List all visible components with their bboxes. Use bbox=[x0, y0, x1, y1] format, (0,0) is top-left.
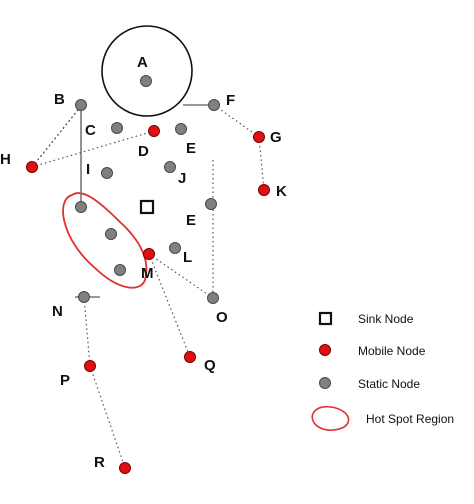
legend-hotspot-icon bbox=[311, 405, 350, 431]
legend-sink-label: Sink Node bbox=[358, 312, 414, 326]
mobile-node-g bbox=[253, 131, 265, 143]
link-b-h-2 bbox=[37, 109, 79, 161]
static-node-l bbox=[169, 242, 181, 254]
link-m-q bbox=[148, 253, 191, 358]
static-node-j bbox=[164, 161, 176, 173]
static-node-o bbox=[207, 292, 219, 304]
legend-sink-icon bbox=[318, 311, 333, 326]
label-k: K bbox=[276, 183, 287, 200]
link-g-k bbox=[258, 136, 265, 191]
static-node-f bbox=[208, 99, 220, 111]
label-j: J bbox=[178, 170, 186, 187]
link-h-d bbox=[31, 130, 155, 168]
hot-spot-region bbox=[62, 192, 148, 289]
label-p: P bbox=[60, 372, 70, 389]
label-g: G bbox=[270, 129, 282, 146]
static-node-hotspot-2 bbox=[105, 228, 117, 240]
label-a: A bbox=[137, 54, 148, 71]
label-c: C bbox=[85, 122, 96, 139]
region-a-circle bbox=[101, 25, 193, 117]
link-f-g bbox=[213, 104, 260, 138]
static-node-c bbox=[111, 122, 123, 134]
mobile-node-k bbox=[258, 184, 270, 196]
static-node-n bbox=[78, 291, 90, 303]
legend-static-icon bbox=[319, 377, 331, 389]
mobile-node-m bbox=[143, 248, 155, 260]
label-n: N bbox=[52, 303, 63, 320]
mobile-node-q bbox=[184, 351, 196, 363]
legend-static-label: Static Node bbox=[358, 377, 420, 391]
label-q: Q bbox=[204, 357, 216, 374]
mobile-node-p bbox=[84, 360, 96, 372]
static-node-hotspot-1 bbox=[75, 201, 87, 213]
static-node-e bbox=[205, 198, 217, 210]
label-d: D bbox=[138, 143, 149, 160]
mobile-node-d bbox=[148, 125, 160, 137]
label-i: I bbox=[86, 161, 90, 178]
label-e-top: E bbox=[186, 140, 196, 157]
label-o: O bbox=[216, 309, 228, 326]
static-node-b bbox=[75, 99, 87, 111]
legend-mobile-icon bbox=[319, 344, 331, 356]
static-node-hotspot-3 bbox=[114, 264, 126, 276]
static-node-a bbox=[140, 75, 152, 87]
legend-hotspot-label: Hot Spot Region bbox=[366, 412, 454, 426]
mobile-node-h bbox=[26, 161, 38, 173]
link-p-r bbox=[89, 365, 126, 469]
label-f: F bbox=[226, 92, 235, 109]
legend-mobile-label: Mobile Node bbox=[358, 344, 426, 358]
label-e: E bbox=[186, 212, 196, 229]
label-m: M bbox=[141, 265, 154, 282]
label-h: H bbox=[0, 151, 11, 168]
link-m-o bbox=[148, 253, 214, 299]
sink-node bbox=[139, 199, 155, 215]
label-b: B bbox=[54, 91, 65, 108]
mobile-node-r bbox=[119, 462, 131, 474]
link-b-h-1 bbox=[31, 105, 82, 168]
static-node-i bbox=[101, 167, 113, 179]
legend: Sink Node Mobile Node Static Node Hot Sp… bbox=[311, 311, 454, 431]
label-r: R bbox=[94, 454, 105, 471]
static-node-e-top bbox=[175, 123, 187, 135]
link-n-p bbox=[83, 296, 91, 367]
label-l: L bbox=[183, 249, 192, 266]
